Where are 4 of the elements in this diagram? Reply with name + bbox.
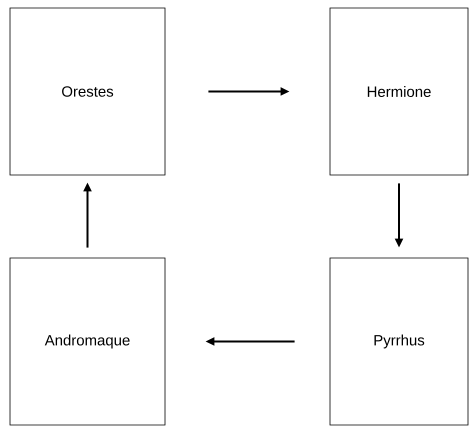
box: Pyrrhus bbox=[330, 258, 468, 426]
box: Orestes bbox=[10, 8, 166, 176]
box: Hermione bbox=[330, 8, 468, 176]
box: Andromaque bbox=[10, 258, 166, 426]
